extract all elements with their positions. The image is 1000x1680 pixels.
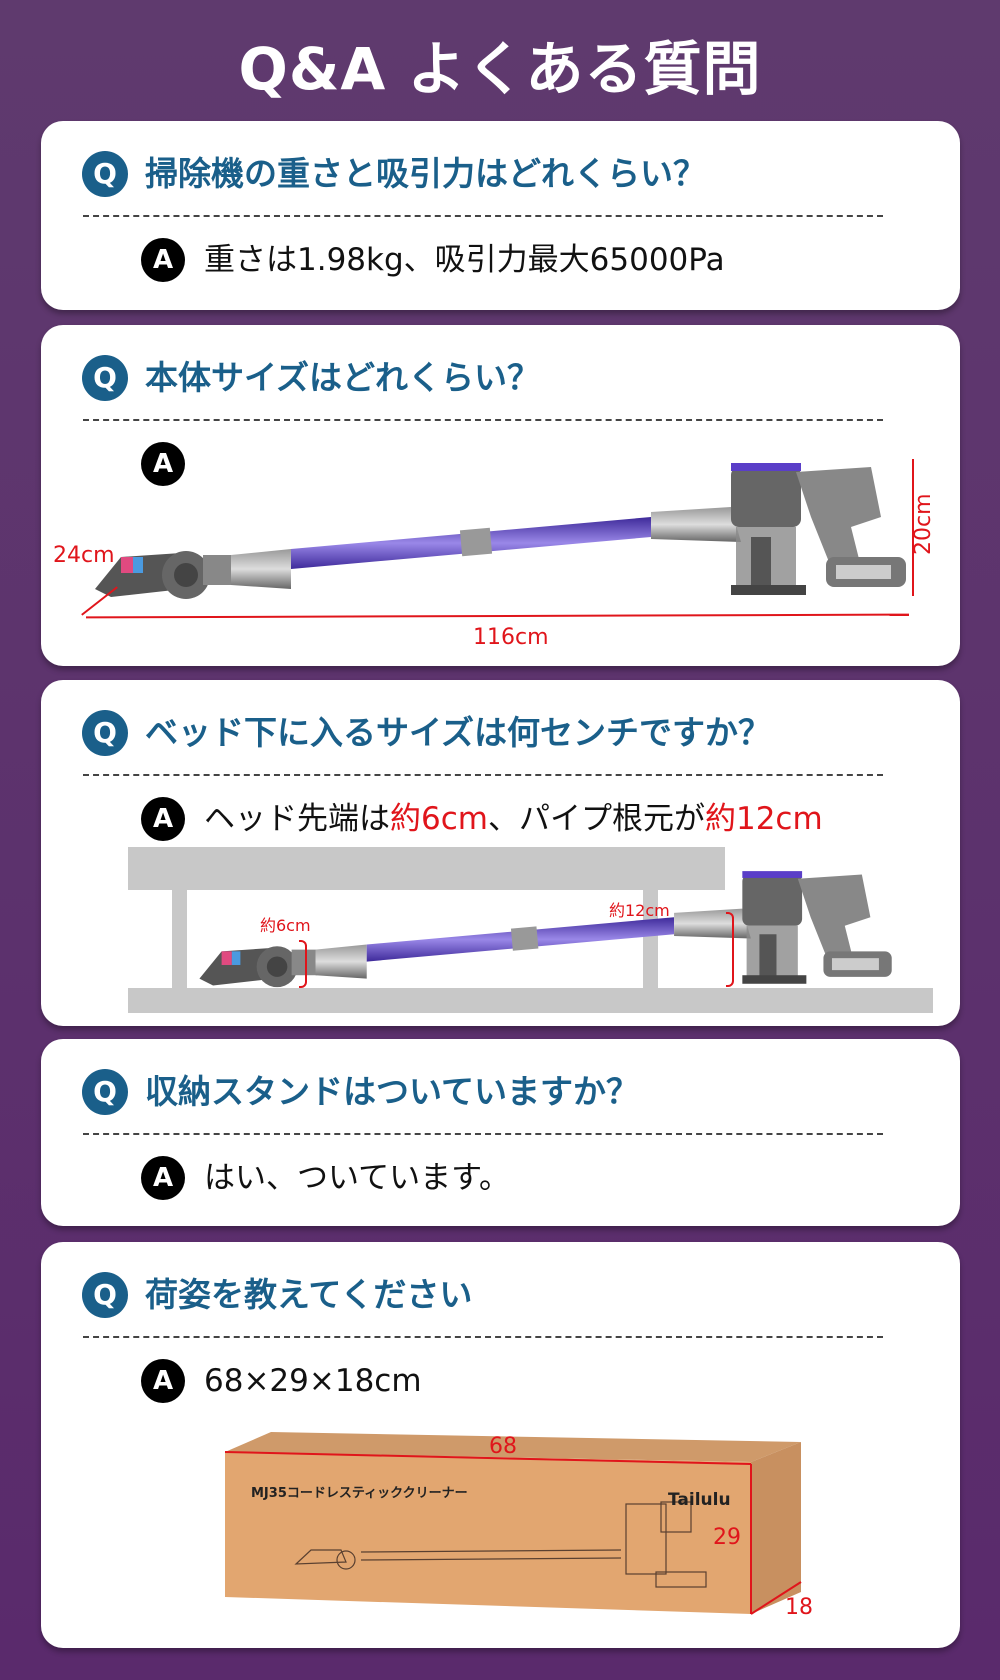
bed-leg <box>643 890 658 988</box>
question-text: ベッド下に入るサイズは何センチですか？ <box>145 713 772 752</box>
head-height-label: 約6cm <box>260 916 311 935</box>
page-title: Q&A よくある質問 <box>238 35 762 103</box>
question-text: 収納スタンドはついていますか？ <box>145 1072 640 1111</box>
qa-card-5: Q 荷姿を教えてください A 68×29×18cm MJ35コードレスティックク… <box>41 1242 960 1648</box>
question-text: 本体サイズはどれくらい？ <box>145 358 541 397</box>
divider <box>83 419 883 421</box>
divider <box>83 215 883 217</box>
answer-highlight: 約12cm <box>704 801 823 837</box>
q-icon: Q <box>82 1069 128 1115</box>
answer-text: 68×29×18cm <box>204 1363 422 1399</box>
answer-highlight: 約6cm <box>390 801 488 837</box>
length-label: 116cm <box>473 625 549 650</box>
answer-part: 、パイプ根元が <box>487 801 705 837</box>
q-icon: Q <box>82 710 128 756</box>
a-icon: A <box>141 442 185 486</box>
answer-part: ヘッド先端は <box>204 801 390 837</box>
box-depth-label: 18 <box>785 1595 813 1620</box>
head-bracket <box>299 940 307 988</box>
question-text: 掃除機の重さと吸引力はどれくらい？ <box>145 154 706 193</box>
box-width-label: 68 <box>489 1434 517 1459</box>
length-line <box>85 613 910 619</box>
qa-card-3: Q ベッド下に入るサイズは何センチですか？ A ヘッド先端は約6cm、パイプ根元… <box>41 680 960 1026</box>
package-box <box>224 1432 802 1615</box>
a-icon: A <box>141 797 185 841</box>
qa-card-4: Q 収納スタンドはついていますか？ A はい、ついています。 <box>41 1039 960 1226</box>
bed-leg <box>172 890 187 988</box>
answer-text: はい、ついています。 <box>204 1160 510 1196</box>
a-icon: A <box>141 1156 185 1200</box>
bed-top <box>128 847 725 890</box>
pipe-height-label: 約12cm <box>609 901 670 920</box>
a-icon: A <box>141 1359 185 1403</box>
q-icon: Q <box>82 151 128 197</box>
box-height-label: 29 <box>713 1525 741 1550</box>
box-product-name: MJ35コードレスティッククリーナー <box>251 1486 468 1501</box>
a-icon: A <box>141 238 185 282</box>
floor <box>128 988 933 1013</box>
divider <box>83 774 883 776</box>
question-text: 荷姿を教えてください <box>145 1275 473 1314</box>
box-brand-logo: Tailulu <box>668 1490 731 1510</box>
q-icon: Q <box>82 1272 128 1318</box>
qa-card-1: Q 掃除機の重さと吸引力はどれくらい？ A 重さは1.98kg、吸引力最大650… <box>41 121 960 310</box>
divider <box>83 1336 883 1338</box>
head-size-label: 24cm <box>53 543 115 568</box>
answer-text: ヘッド先端は約6cm、パイプ根元が約12cm <box>204 797 823 841</box>
vacuum-image <box>91 457 911 607</box>
qa-card-2: Q 本体サイズはどれくらい？ A 24cm 116cm 20cm <box>41 325 960 666</box>
height-label: 20cm <box>911 493 936 555</box>
answer-text: 重さは1.98kg、吸引力最大65000Pa <box>204 242 725 278</box>
pipe-bracket <box>726 912 734 987</box>
divider <box>83 1133 883 1135</box>
height-line <box>912 459 914 596</box>
q-icon: Q <box>82 355 128 401</box>
